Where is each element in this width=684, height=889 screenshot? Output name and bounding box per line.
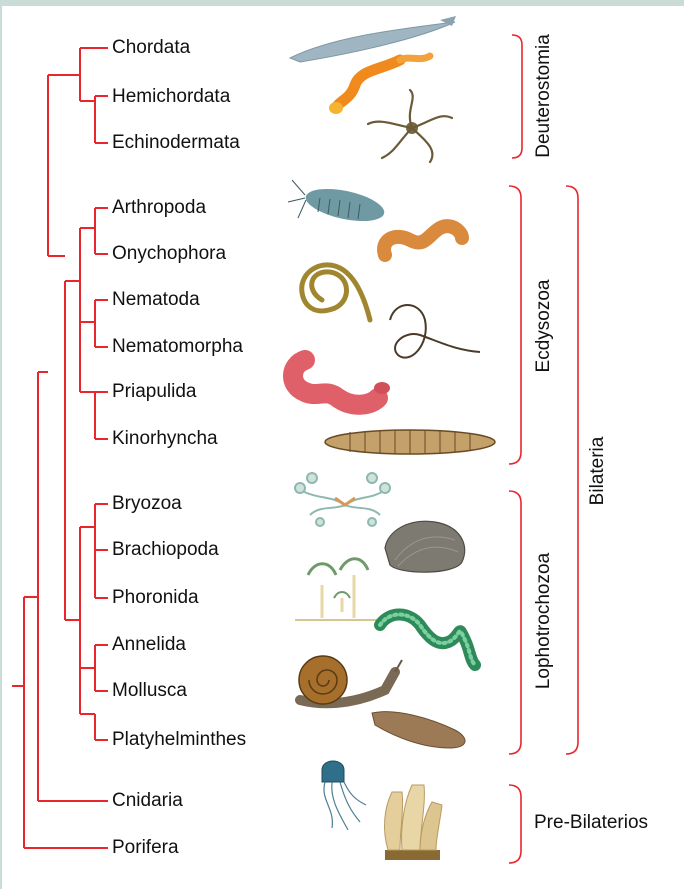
bryozoan-icon bbox=[295, 473, 390, 526]
kinorhynch-icon bbox=[325, 430, 495, 454]
tree-branches bbox=[12, 48, 108, 848]
taxon-porifera: Porifera bbox=[112, 837, 179, 859]
sponge-icon bbox=[385, 785, 442, 860]
group-label-lophotrochozoa: Lophotrochozoa bbox=[533, 546, 555, 696]
group-label-bilateria: Bilateria bbox=[587, 421, 609, 521]
horsehair-worm-icon bbox=[390, 305, 480, 358]
acorn-worm-icon bbox=[329, 56, 430, 114]
phoronid-icon bbox=[295, 559, 380, 620]
group-label-ecdysozoa: Ecdysozoa bbox=[533, 266, 555, 386]
taxon-echinodermata: Echinodermata bbox=[112, 132, 240, 154]
taxon-cnidaria: Cnidaria bbox=[112, 790, 183, 812]
bracket-deuterostomia bbox=[512, 35, 522, 158]
taxon-platyhelminthes: Platyhelminthes bbox=[112, 729, 246, 751]
taxon-mollusca: Mollusca bbox=[112, 680, 187, 702]
velvet-worm-icon bbox=[384, 226, 462, 255]
isopod-icon bbox=[288, 180, 387, 227]
group-label-prebilaterios: Pre-Bilaterios bbox=[534, 812, 648, 834]
taxon-onychophora: Onychophora bbox=[112, 243, 226, 265]
taxon-priapulida: Priapulida bbox=[112, 381, 197, 403]
brittle-star-icon bbox=[368, 90, 452, 162]
organism-illustrations bbox=[288, 16, 495, 860]
taxon-hemichordata: Hemichordata bbox=[112, 86, 230, 108]
taxon-phoronida: Phoronida bbox=[112, 587, 199, 609]
bracket-ecdysozoa bbox=[509, 186, 521, 464]
taxon-nematoda: Nematoda bbox=[112, 289, 200, 311]
bracket-bilateria bbox=[566, 186, 578, 754]
roundworm-icon bbox=[302, 265, 370, 320]
group-label-deuterostomia: Deuterostomia bbox=[533, 26, 555, 166]
bracket-lophotrochozoa bbox=[509, 491, 521, 754]
priapulid-icon bbox=[293, 360, 390, 405]
taxon-nematomorpha: Nematomorpha bbox=[112, 336, 243, 358]
taxon-brachiopoda: Brachiopoda bbox=[112, 539, 219, 561]
flatworm-icon bbox=[372, 712, 465, 748]
jellyfish-icon bbox=[322, 761, 366, 830]
taxon-kinorhyncha: Kinorhyncha bbox=[112, 428, 218, 450]
taxon-chordata: Chordata bbox=[112, 37, 190, 59]
bracket-prebilaterios bbox=[509, 785, 521, 863]
snail-icon bbox=[299, 656, 402, 704]
taxon-annelida: Annelida bbox=[112, 634, 186, 656]
annelid-worm-icon bbox=[380, 614, 475, 665]
brachiopod-shell-icon bbox=[385, 521, 465, 572]
taxon-bryozoa: Bryozoa bbox=[112, 493, 182, 515]
taxon-arthropoda: Arthropoda bbox=[112, 197, 206, 219]
